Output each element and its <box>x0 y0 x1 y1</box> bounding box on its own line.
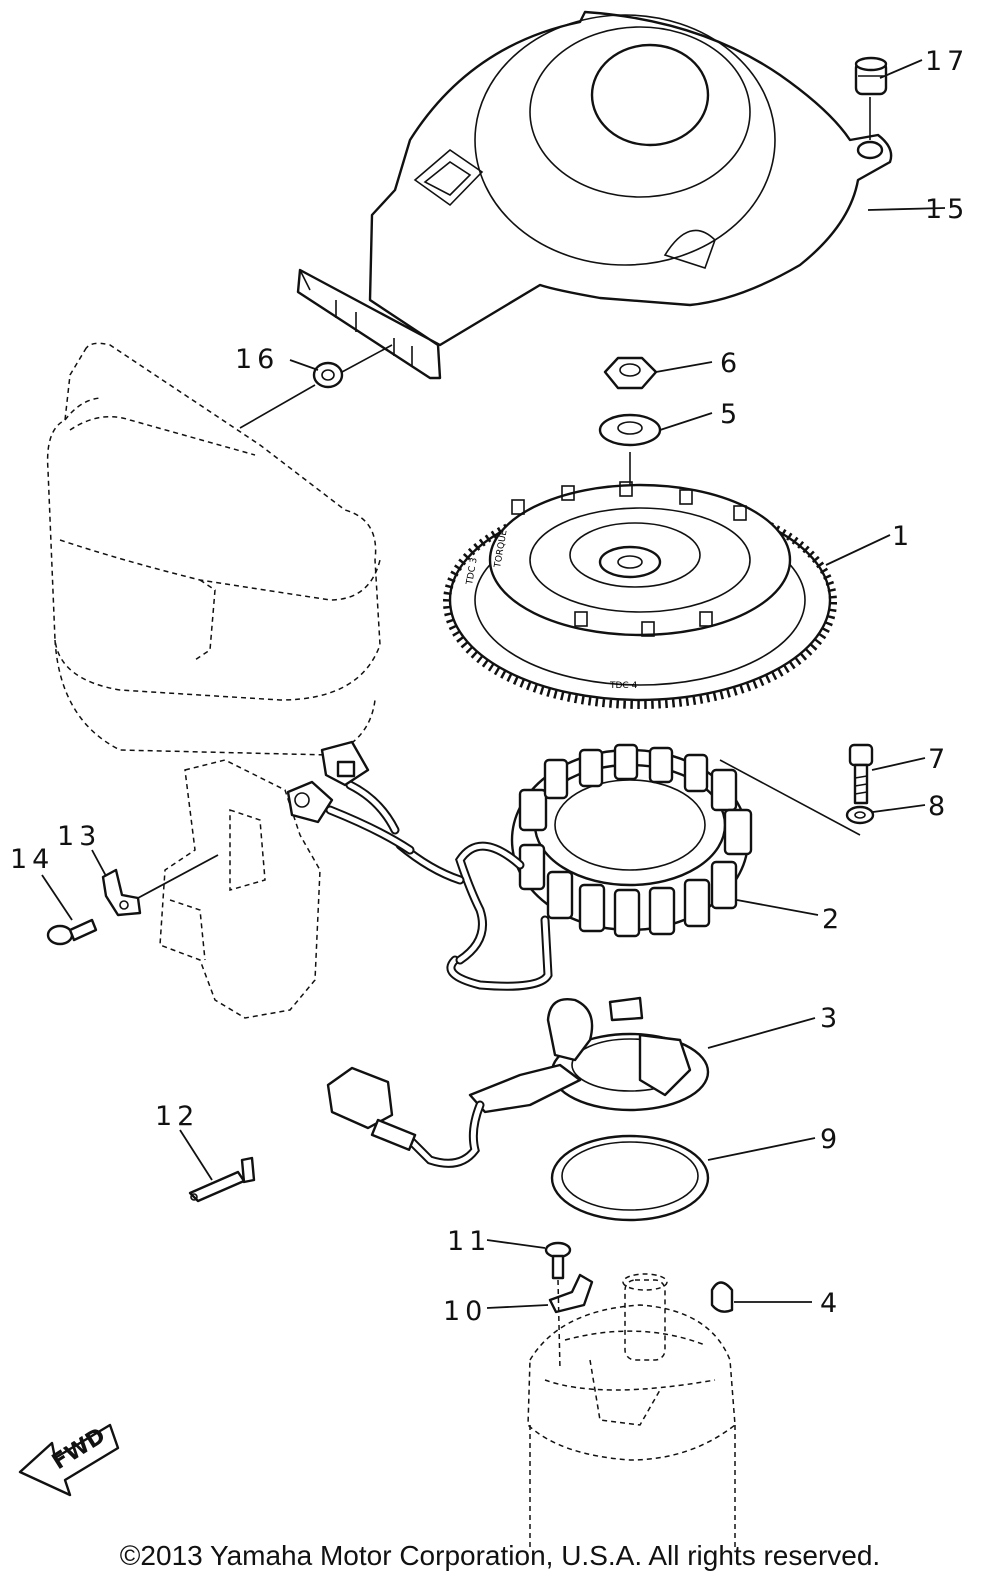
callout-9: 9 <box>820 1124 842 1155</box>
engine-outline <box>46 342 381 756</box>
key-4 <box>710 1281 812 1313</box>
washer-8 <box>845 804 926 825</box>
flywheel-cover <box>296 10 893 380</box>
screw-11 <box>486 1239 572 1280</box>
callout-16: 16 <box>235 344 279 375</box>
callout-1: 1 <box>892 521 914 552</box>
callout-11: 11 <box>447 1226 491 1257</box>
crankcase-outline <box>527 1273 736 1550</box>
grommet-17 <box>854 56 888 140</box>
callout-3: 3 <box>820 1003 842 1034</box>
retaining-ring <box>550 1134 816 1222</box>
callout-14: 14 <box>10 844 54 875</box>
stator <box>510 743 861 938</box>
clamp-10 <box>486 1273 594 1314</box>
callout-4: 4 <box>820 1288 842 1319</box>
callout-12: 12 <box>155 1101 199 1132</box>
bolt-7 <box>848 743 926 805</box>
callout-5: 5 <box>720 399 742 430</box>
bolt-14 <box>41 874 98 946</box>
callout-2: 2 <box>822 904 844 935</box>
fwd-arrow: FWD <box>18 1423 120 1497</box>
grommet-16 <box>239 344 393 429</box>
callout-15: 15 <box>925 194 969 225</box>
nut-6 <box>603 356 713 390</box>
stator-harness <box>286 740 553 991</box>
callout-13: 13 <box>57 821 101 852</box>
flywheel-mark-tdc3: TDC 3 <box>465 557 480 587</box>
bracket-13 <box>91 849 219 917</box>
pulser-harness <box>326 1066 485 1168</box>
flywheel: TDC 3 TDC 4 TORQUE <box>443 481 891 709</box>
callout-6: 6 <box>720 348 742 379</box>
callout-8: 8 <box>928 791 950 822</box>
copyright-notice: ©2013 Yamaha Motor Corporation, U.S.A. A… <box>119 1540 881 1571</box>
callout-10: 10 <box>443 1296 487 1327</box>
washer-5 <box>598 412 713 447</box>
link-12 <box>179 1129 256 1203</box>
bracket-outline <box>159 759 321 1019</box>
callout-7: 7 <box>928 744 950 775</box>
flywheel-mark-tdc4: TDC 4 <box>609 681 638 691</box>
callout-17: 17 <box>925 46 969 77</box>
pulser-coil <box>468 996 816 1114</box>
